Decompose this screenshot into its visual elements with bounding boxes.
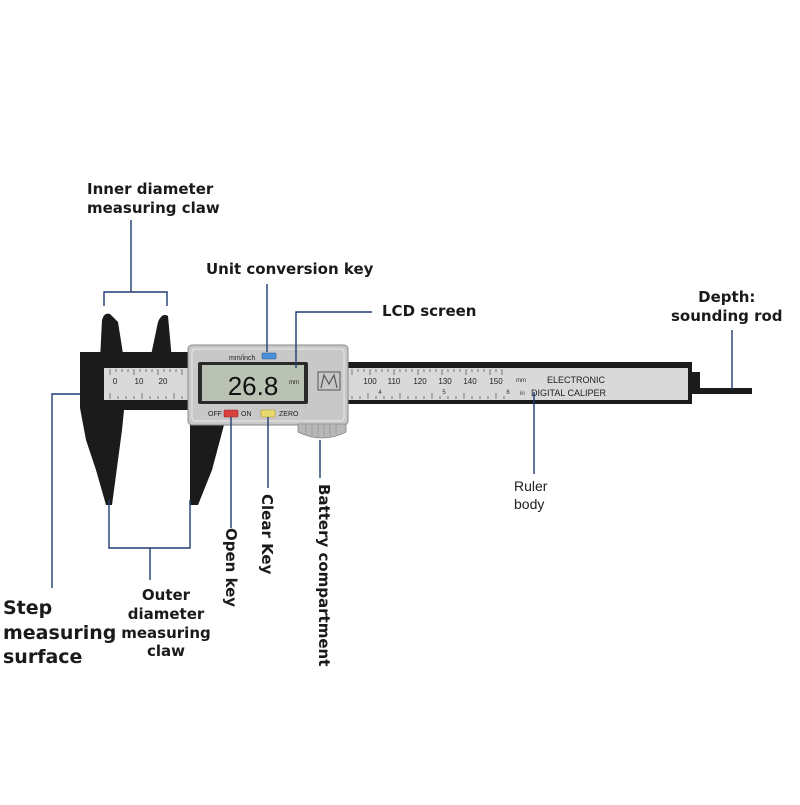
body-text-line2: DIGITAL CALIPER — [531, 388, 607, 398]
leader-outer-claw — [108, 500, 191, 549]
mm-tick-label: 140 — [463, 377, 477, 386]
mm-tick-label: 130 — [438, 377, 452, 386]
mm-tick-label: 120 — [413, 377, 427, 386]
label-unit-key: Unit conversion key — [206, 260, 374, 278]
mm-tick-label: 110 — [388, 377, 401, 386]
scale-unit-in: in — [520, 391, 525, 397]
open-key[interactable] — [223, 409, 239, 418]
label-battery: Battery compartment — [315, 484, 333, 667]
inch-tick-label: 6 — [506, 390, 510, 396]
off-text: OFF — [208, 411, 222, 418]
lcd-unit: mm — [289, 380, 299, 386]
lcd-screen — [202, 365, 304, 401]
zero-key[interactable] — [260, 409, 276, 418]
unit-conversion-key[interactable] — [261, 352, 277, 360]
label-step-surface-line1: Step — [3, 597, 53, 619]
label-outer-claw-line2: diameter — [127, 604, 205, 623]
label-step-surface-line3: surface — [3, 646, 83, 669]
mm-ticks — [109, 369, 503, 375]
scale-unit-mm: mm — [516, 378, 526, 384]
label-outer-claw-line1: Outer — [141, 586, 191, 604]
inner-claw-fixed — [100, 313, 124, 360]
label-depth-rod: Depth: sounding rod — [671, 288, 783, 326]
label-outer-claw-line4: claw — [146, 642, 185, 661]
label-ruler-body: Ruler body — [514, 478, 547, 513]
label-clear-key: Clear Key — [258, 494, 276, 575]
label-inner-claw: Inner diameter measuring claw — [87, 180, 220, 218]
leader-lines — [51, 220, 733, 588]
label-depth-rod-line1: Depth: — [698, 288, 756, 306]
battery-compartment — [297, 423, 347, 439]
mm-tick-label: 20 — [159, 377, 168, 386]
label-outer-claw-line3: measuring — [121, 623, 211, 642]
label-depth-rod-line2: sounding rod — [671, 306, 783, 325]
label-inner-claw-line1: Inner diameter — [87, 180, 214, 198]
label-step-surface-line2: measuring — [3, 621, 117, 644]
unit-switch-text: mm/inch — [229, 355, 256, 362]
zero-text: ZERO — [279, 411, 299, 418]
mm-tick-label: 10 — [135, 377, 144, 386]
label-step-surface: Step measuring surface — [3, 596, 116, 670]
mm-tick-label: 100 — [363, 377, 377, 386]
mm-tick-label: 150 — [489, 377, 503, 386]
body-text-line1: ELECTRONIC — [547, 375, 606, 385]
label-lcd-screen: LCD screen — [382, 302, 477, 320]
inner-claw-movable — [150, 314, 172, 360]
movable-jaw — [190, 410, 224, 505]
lcd-reading: 26.8 — [228, 371, 279, 401]
inch-tick-label: 5 — [442, 390, 446, 396]
label-inner-claw-line2: measuring claw — [87, 198, 220, 217]
label-ruler-body-line2: body — [514, 495, 545, 512]
label-open-key: Open key — [222, 528, 240, 608]
brand-mark-glyph — [320, 373, 338, 389]
inch-ticks — [109, 393, 505, 399]
on-text: ON — [241, 411, 252, 418]
leader-step — [51, 393, 80, 588]
battery-grip — [305, 425, 337, 437]
caliper-illustration: 0 10 20 100 110 120 130 140 150 4 5 6 mm… — [80, 313, 752, 505]
inch-tick-label: 4 — [378, 390, 382, 396]
label-ruler-body-line1: Ruler — [514, 478, 548, 494]
brand-mark — [317, 371, 341, 391]
mm-tick-label: 0 — [113, 377, 118, 386]
leader-lcd — [295, 311, 372, 368]
label-outer-claw: Outer diameter measuring claw — [116, 586, 216, 661]
depth-rod — [690, 372, 752, 394]
leader-inner-claw — [103, 291, 168, 306]
